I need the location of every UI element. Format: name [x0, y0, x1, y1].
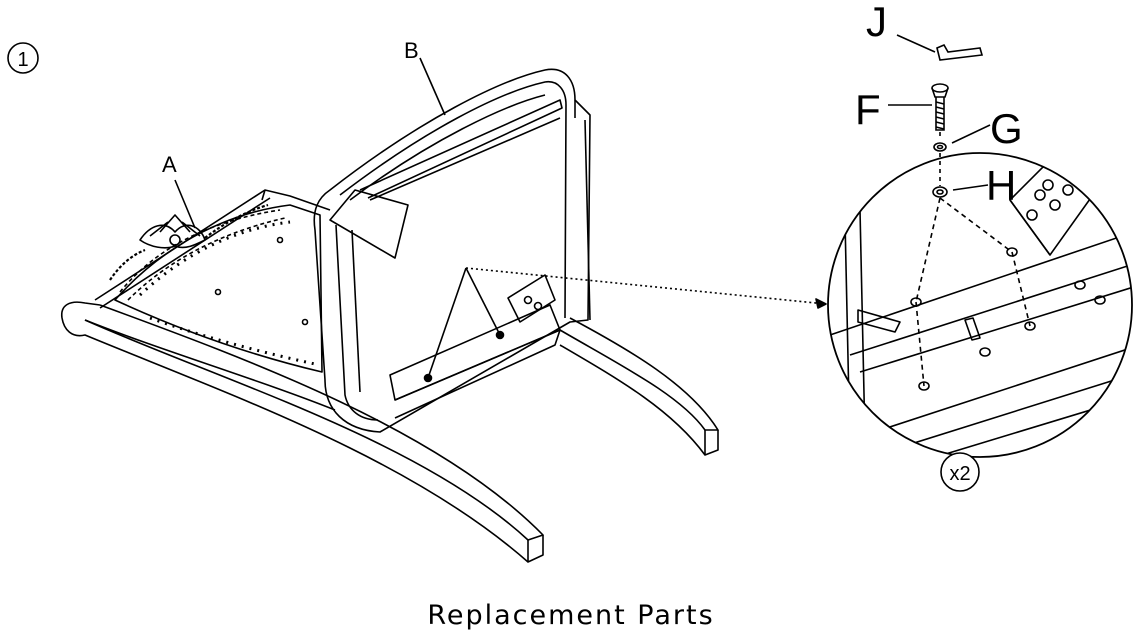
label-b: B	[404, 38, 419, 63]
flat-washer-icon	[932, 186, 948, 198]
step-number-badge: 1	[7, 42, 39, 74]
lock-washer-icon	[933, 142, 947, 152]
leader-a	[174, 179, 196, 229]
quantity-label: x2	[949, 463, 970, 485]
carved-crest	[109, 203, 269, 281]
seat-frame	[84, 189, 336, 411]
cross-rail	[389, 274, 561, 419]
label-g: G	[990, 105, 1023, 152]
label-h: H	[986, 162, 1016, 209]
chair-back	[313, 68, 591, 433]
detail-circle	[827, 152, 1133, 458]
detail-view: J F G H x2	[827, 0, 1133, 492]
bolt-icon	[931, 83, 949, 131]
leader-b	[419, 57, 446, 116]
front-leg	[60, 301, 544, 563]
hole-leaders	[427, 267, 827, 379]
leader-j	[896, 34, 936, 53]
back-leg	[559, 317, 719, 456]
chair-illustration	[60, 57, 827, 563]
caption: Replacement Parts	[427, 600, 715, 631]
label-j: J	[866, 0, 887, 45]
step-number: 1	[17, 49, 28, 71]
leader-g	[951, 124, 991, 144]
hardware-stack	[888, 34, 1031, 387]
label-a: A	[162, 152, 177, 177]
allen-key-icon	[936, 43, 984, 61]
leader-h	[952, 184, 989, 191]
quantity-badge: x2	[940, 452, 980, 492]
seat-fabric	[114, 204, 323, 373]
label-f: F	[855, 86, 881, 133]
